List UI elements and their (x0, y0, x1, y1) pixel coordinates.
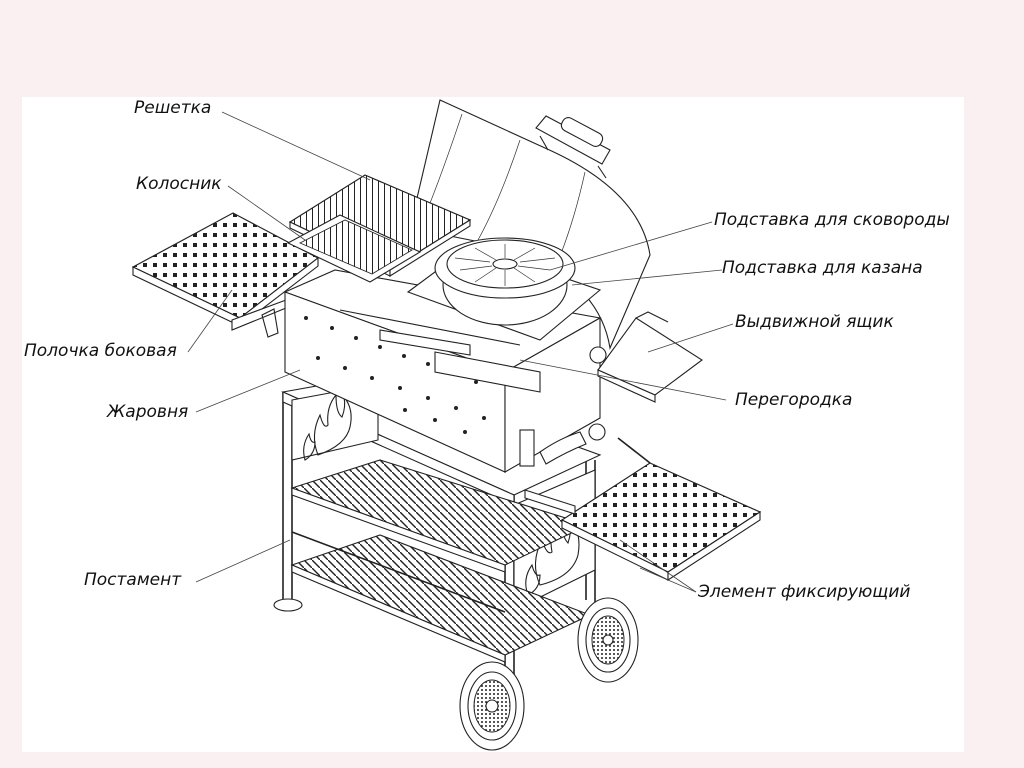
label-fire-grate: Колосник (136, 174, 222, 194)
label-kazan-stand: Подставка для казана (722, 258, 923, 278)
label-side-shelf: Полочка боковая (24, 341, 177, 361)
label-grill-grate: Решетка (134, 98, 212, 118)
label-brazier: Жаровня (107, 402, 189, 422)
lid (409, 99, 651, 350)
label-pedestal: Постамент (84, 570, 182, 590)
label-drawer: Выдвижной ящик (735, 312, 894, 332)
wheels (459, 597, 639, 751)
right-side-shelf (524, 437, 762, 582)
left-side-shelf (131, 212, 320, 338)
label-fixing-element: Элемент фиксирующий (698, 582, 911, 602)
pan-stand (406, 237, 602, 341)
label-pan-stand: Подставка для сковороды (714, 210, 950, 230)
leader-lines (187, 111, 734, 593)
brazier (283, 269, 607, 473)
fire-grate (286, 214, 422, 283)
label-partition: Перегородка (735, 390, 853, 410)
